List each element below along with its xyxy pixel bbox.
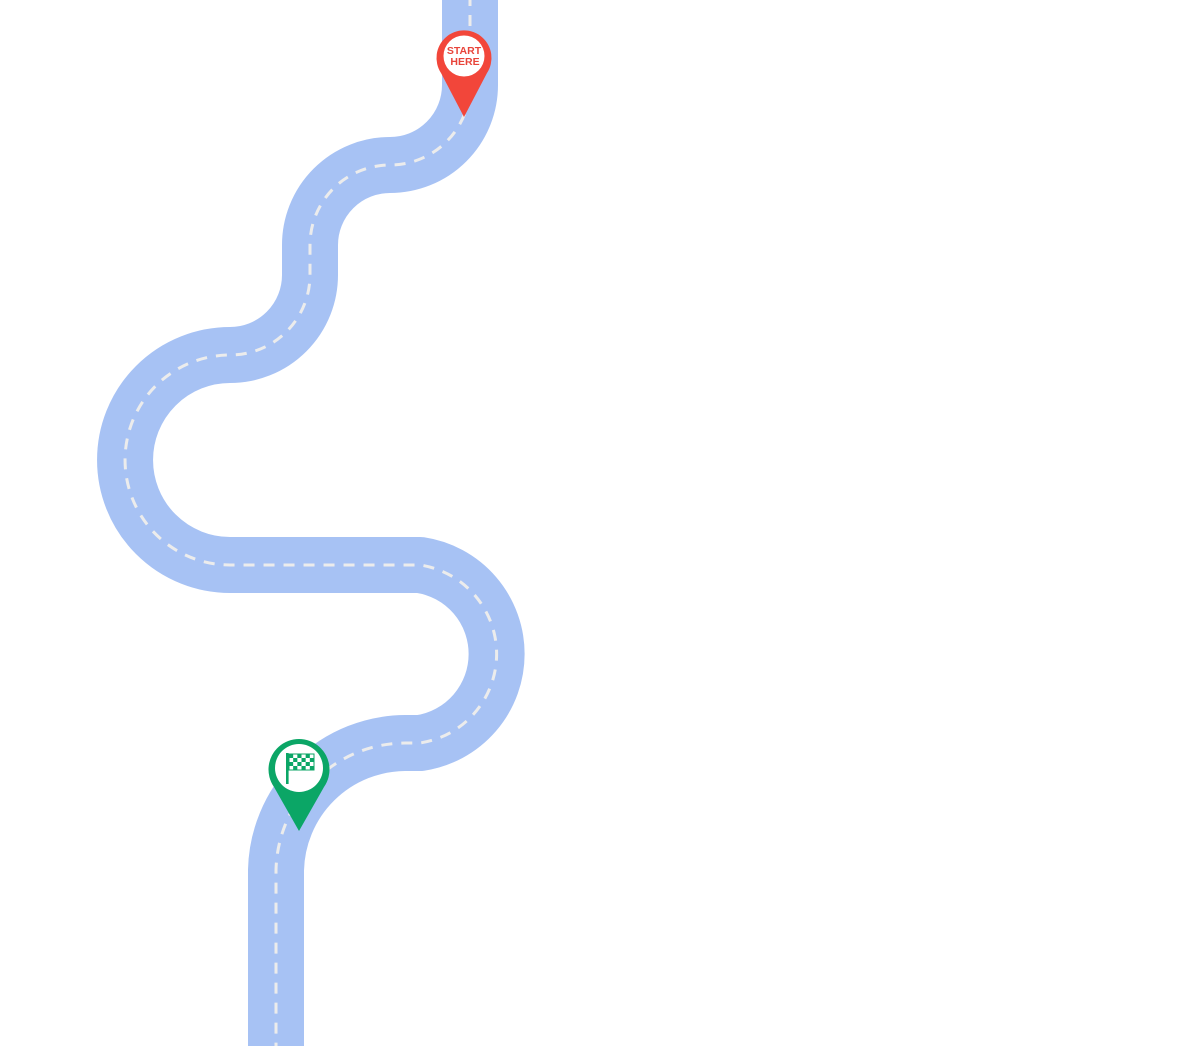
flag-check-square (293, 758, 298, 762)
flag-check-square (297, 754, 302, 758)
start-label-line-2: HERE (450, 56, 479, 68)
flag-check-square (305, 762, 310, 766)
finish-marker (268, 739, 330, 831)
flag-check-square (293, 766, 298, 770)
winding-road (97, 0, 525, 1046)
flag-check-square (289, 754, 294, 758)
start-here-marker: START HERE (436, 30, 492, 118)
flag-check-square (305, 754, 310, 758)
checkered-flag-icon (286, 753, 315, 784)
flag-check-square (309, 758, 314, 762)
flag-check-square (301, 758, 306, 762)
start-pin-inner-circle (443, 35, 485, 77)
flag-check-square (301, 766, 306, 770)
flag-check-square (289, 762, 294, 766)
flag-check-square (297, 762, 302, 766)
flag-check-square (309, 766, 314, 770)
start-label-line-1: START (447, 45, 482, 57)
